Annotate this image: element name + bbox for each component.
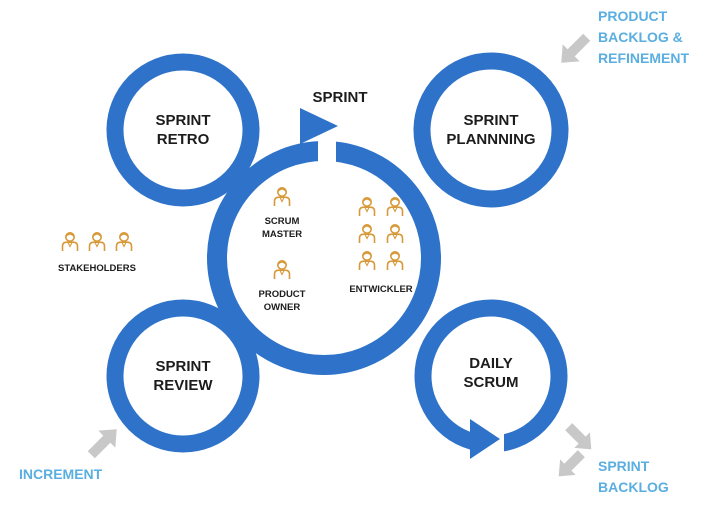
person-icon [358, 224, 376, 244]
person-icon [273, 187, 291, 207]
sprint-retro-label: SPRINT RETRO [133, 112, 233, 150]
developers-text: ENTWICKLER [349, 284, 413, 295]
sprint-label-text: SPRINT [312, 89, 368, 106]
sprint-backlog-label: SPRINT BACKLOG [598, 456, 688, 498]
sprint-retro-line1: SPRINT [155, 112, 211, 129]
increment-label: INCREMENT [19, 464, 129, 485]
person-icon [386, 251, 404, 271]
sprint-planning-line2: PLANNNING [446, 130, 536, 148]
person-icon [358, 251, 376, 271]
daily-scrum-line1: DAILY [469, 355, 513, 372]
arrow-out-icon [565, 423, 592, 450]
sprint-backlog-line1: SPRINT [598, 458, 650, 474]
sprint-review-line2: REVIEW [153, 376, 213, 394]
ring-gap [318, 140, 336, 175]
daily-scrum-label: DAILY SCRUM [441, 355, 541, 393]
sprint-planning-label: SPRINT PLANNNING [436, 112, 546, 150]
ring-sprint-review [106, 299, 260, 453]
ring-sprint-retro [106, 53, 260, 207]
stakeholders-label: STAKEHOLDERS [52, 262, 142, 275]
person-icon [386, 197, 404, 217]
product-backlog-label: PRODUCT BACKLOG & REFINEMENT [598, 6, 708, 69]
arrowhead-icon [470, 419, 500, 459]
daily-scrum-line2: SCRUM [463, 373, 519, 391]
increment-text: INCREMENT [19, 466, 103, 482]
person-icon [115, 232, 133, 252]
person-icon [358, 197, 376, 217]
sprint-label: SPRINT [300, 89, 380, 108]
arrow-in-icon [558, 450, 585, 477]
arrow-in-icon [561, 33, 591, 63]
sprint-backlog-line2: BACKLOG [598, 479, 669, 495]
product-owner-line1: PRODUCT [258, 289, 306, 300]
sprint-planning-line1: SPRINT [463, 112, 519, 129]
product-owner-label: PRODUCT OWNER [252, 288, 312, 315]
product-backlog-line2: BACKLOG & [598, 29, 683, 45]
ring-sprint-planning [413, 52, 569, 208]
product-owner-line2: OWNER [263, 302, 301, 314]
scrum-master-line1: SCRUM [264, 216, 300, 227]
product-backlog-line1: PRODUCT [598, 8, 668, 24]
person-icon [273, 259, 291, 280]
scrum-master-line2: MASTER [261, 229, 303, 241]
sprint-review-line1: SPRINT [155, 358, 211, 375]
sprint-retro-line2: RETRO [156, 130, 210, 148]
arrow-out-icon [87, 429, 117, 459]
person-icon [88, 232, 106, 252]
product-backlog-line3: REFINEMENT [598, 50, 689, 66]
arrowhead-icon [300, 108, 338, 144]
person-icon [61, 232, 79, 252]
sprint-review-label: SPRINT REVIEW [133, 358, 233, 396]
stakeholders-text: STAKEHOLDERS [58, 263, 136, 274]
person-icon [386, 224, 404, 244]
developers-label: ENTWICKLER [343, 283, 419, 296]
scrum-master-label: SCRUM MASTER [252, 215, 312, 242]
